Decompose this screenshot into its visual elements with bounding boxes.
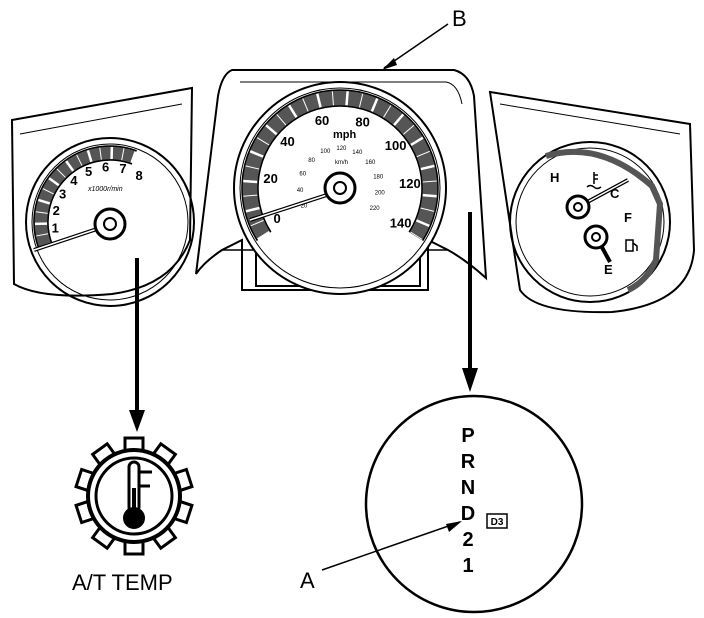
- combo-gauge-panel: H C F E: [488, 90, 696, 314]
- fuel-pump-icon: [625, 239, 638, 252]
- gear-position-label: P: [461, 425, 474, 447]
- tachometer-tick-label: 5: [85, 164, 92, 179]
- speedometer-kmh-tick-label: 60: [299, 172, 306, 178]
- speedometer-mph-tick-label: 80: [355, 114, 369, 129]
- speedometer-mph-tick-label: 20: [263, 171, 277, 186]
- speedometer-mph-tick-label: 0: [273, 211, 280, 226]
- callout-b: B: [382, 6, 467, 70]
- tachometer-scale-band: [33, 145, 137, 249]
- tachometer-tick-label: 1: [52, 220, 59, 235]
- speedometer-scale-band: [241, 89, 439, 241]
- speedometer-mph-tick-label: 100: [385, 138, 407, 153]
- fuel-full-label: F: [624, 210, 632, 225]
- speedometer-kmh-tick-label: 20: [301, 204, 308, 210]
- coolant-temp-icon: [586, 172, 602, 190]
- gear-position-label: 2: [462, 529, 473, 551]
- temp-cold-label: C: [610, 186, 620, 201]
- at-temp-arrow: [129, 258, 145, 432]
- d3-badge: D3: [491, 517, 504, 528]
- gear-position-label: R: [461, 451, 476, 473]
- speedometer-kmh-tick-label: 140: [352, 150, 363, 156]
- speedometer-mph-labels: 0 20 40 60 80 100 120 140: [263, 113, 420, 231]
- speedometer-kmh-unit: km/h: [335, 160, 348, 166]
- gear-indicator-arrow: [462, 212, 478, 392]
- speedometer-mph-tick-label: 140: [390, 216, 412, 231]
- speedometer-kmh-tick-label: 220: [370, 206, 381, 212]
- tachometer-tick-label: 8: [136, 168, 143, 183]
- temp-hot-label: H: [550, 170, 559, 185]
- speedometer-kmh-tick-label: 100: [320, 149, 331, 155]
- combo-gauge-band: [545, 148, 664, 293]
- speedometer-mph-tick-label: 60: [315, 113, 329, 128]
- callout-a-label: A: [300, 568, 315, 593]
- callout-b-label: B: [452, 6, 467, 31]
- tachometer-tick-label: 3: [59, 187, 66, 202]
- callout-a: A: [300, 521, 462, 593]
- speedometer-kmh-tick-label: 40: [297, 188, 304, 194]
- gear-position-label: N: [461, 477, 475, 499]
- at-temp-label: A/T TEMP: [72, 570, 173, 595]
- speedometer-kmh-tick-label: 180: [373, 174, 384, 180]
- speedometer-kmh-tick-label: 120: [336, 146, 347, 152]
- at-temp-gear-icon: [74, 436, 194, 556]
- d3-badge-box: [486, 513, 508, 529]
- tachometer-tick-label: 7: [119, 161, 126, 176]
- fuel-empty-label: E: [604, 262, 613, 277]
- speedometer-kmh-tick-label: 80: [308, 158, 315, 164]
- tachometer-tick-label: 4: [70, 173, 78, 188]
- tachometer-unit: x1000r/min: [87, 186, 123, 193]
- speedometer-mph-tick-label: 120: [399, 176, 421, 191]
- speedometer-kmh-tick-label: 200: [375, 191, 386, 197]
- speedometer-kmh-tick-label: 160: [365, 160, 376, 166]
- tachometer-tick-label: 2: [53, 203, 60, 218]
- gear-position-label: D: [461, 503, 475, 525]
- speedometer-mph-unit: mph: [333, 129, 357, 141]
- tachometer-tick-label: 6: [102, 160, 109, 175]
- speedometer-mph-tick-label: 40: [280, 134, 294, 149]
- gear-position-label: 1: [462, 555, 473, 577]
